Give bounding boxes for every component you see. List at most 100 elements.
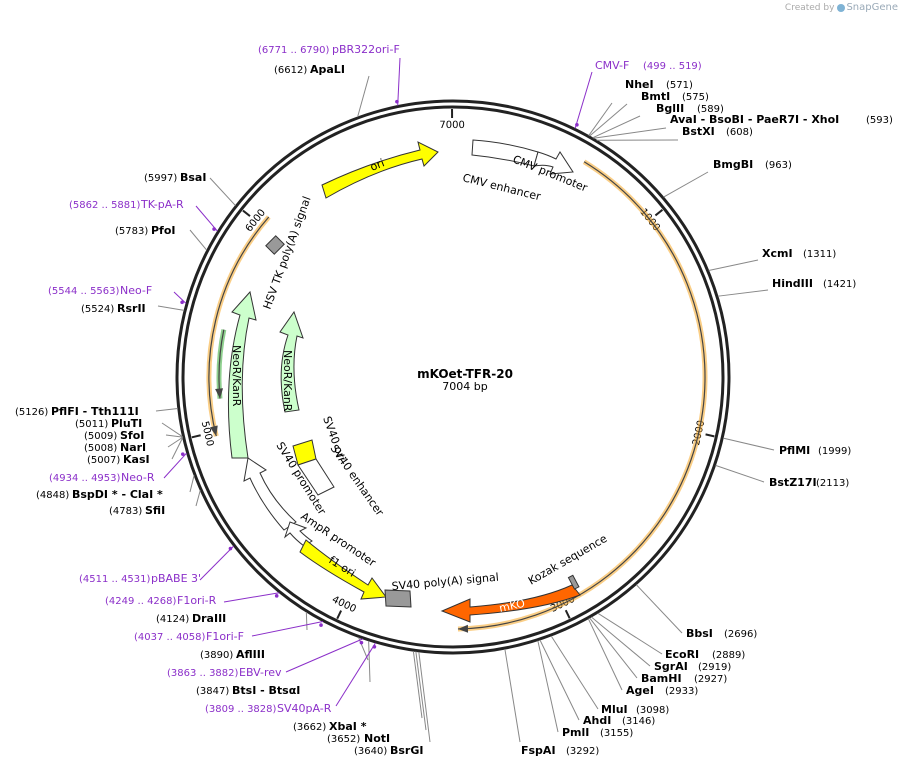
enzyme-rsrii-name[interactable]: RsrII [117,302,146,315]
enzyme-avai-group-pos: (593) [866,115,893,126]
label-leader-line [171,437,184,460]
label-leader-line [635,584,683,634]
feature-f1-ori-arrow[interactable] [299,539,387,600]
feature-sv40-polya-box[interactable] [384,589,412,608]
primer-tk-pa-r-pos: (5862 .. 5881) [69,200,141,211]
enzyme-agei-name[interactable]: AgeI [626,684,654,697]
primer-pbr322ori-f-name[interactable]: pBR322ori-F [332,43,400,56]
cds-arc-left-arrowhead [209,425,218,437]
enzyme-bstxi-name[interactable]: BstXI [682,125,715,138]
enzyme-xbai-name[interactable]: XbaI * [329,720,367,733]
tick-label-7000: 7000 [439,120,464,131]
enzyme-btsi-name[interactable]: BtsI - BtsαI [232,684,300,697]
enzyme-bamhi-pos: (2927) [694,674,727,685]
primer-sv40pa-r-pos: (3809 .. 3828) [205,704,277,715]
primer-f1ori-f-name[interactable]: F1ori-F [206,630,244,643]
enzyme-ecori-name[interactable]: EcoRI [665,648,699,661]
enzyme-mlui-pos: (3098) [636,705,669,716]
feature-sv40-enhancer-arrow[interactable] [297,458,335,496]
feature-neor-kanr-arrow-small[interactable] [279,310,304,413]
enzyme-sgrai-name[interactable]: SgrAI [654,660,688,673]
enzyme-xcmi-name[interactable]: XcmI [762,247,793,260]
primer-pbabe3-name[interactable]: pBABE 3' [151,572,201,585]
feature-ampr-promoter-arrow[interactable] [283,521,313,547]
label-leader-line [715,464,765,483]
enzyme-bmti-name[interactable]: BmtI [641,90,670,103]
enzyme-bglii-name[interactable]: BglII [656,102,684,115]
tick-mark-3000 [564,609,571,619]
label-leader-line [589,617,638,679]
feature-sv40-promoter-arrow[interactable] [243,457,297,531]
enzyme-fspai-name[interactable]: FspAI [521,744,556,757]
enzyme-sfii-pos: (4783) [109,506,142,517]
feature-cmv-enhancer-label: CMV enhancer [461,171,542,203]
enzyme-rsrii-pos: (5524) [81,304,114,315]
enzyme-pluti-name[interactable]: PluTI [111,417,142,430]
enzyme-hindiii-name[interactable]: HindIII [772,277,813,290]
tick-mark-4000 [336,610,343,620]
label-leader-line [173,291,187,304]
enzyme-xbai-pos: (3662) [293,722,326,733]
enzyme-pmli-name[interactable]: PmlI [562,726,589,739]
enzyme-nari-name[interactable]: NarI [120,441,146,454]
label-leader-line [368,640,371,683]
cds-arc-main[interactable] [457,161,706,630]
enzyme-bmti-pos: (575) [682,92,709,103]
label-leader-line [592,115,641,139]
enzyme-apali-name[interactable]: ApaLI [310,63,345,76]
enzyme-sfii-name[interactable]: SfiI [145,504,165,517]
label-leader-line [418,651,431,743]
enzyme-draiii-name[interactable]: DraIII [192,612,226,625]
enzyme-noti-name[interactable]: NotI [364,732,390,745]
feature-hsv-tk-polya-box[interactable] [265,235,285,255]
enzyme-bsai-name[interactable]: BsaI [180,171,206,184]
enzyme-ahdi-name[interactable]: AhdI [583,714,611,727]
feature-sv40-enhancer-label: SV40 enhancer [328,442,387,518]
primer-neo-r-pos: (4934 .. 4953) [49,473,121,484]
enzyme-bamhi-name[interactable]: BamHI [641,672,682,685]
feature-cmv-promoter-arrow[interactable] [533,151,574,175]
label-leader-line [663,171,709,198]
backbone-inner [181,105,725,649]
enzyme-pmli-pos: (3155) [600,728,633,739]
enzyme-afliii-name[interactable]: AflIII [236,648,265,661]
enzyme-bsrgi-name[interactable]: BsrGI [390,744,423,757]
primer-ebv-rev-name[interactable]: EBV-rev [239,666,282,679]
primer-neo-r-name[interactable]: Neo-R [121,471,155,484]
enzyme-bstz17i-name[interactable]: BstZ17I [769,476,817,489]
enzyme-mlui-name[interactable]: MluI [601,703,628,716]
label-leader-line [412,651,423,719]
enzyme-sgrai-pos: (2919) [698,662,731,673]
enzyme-pflmi-name[interactable]: PflMI [779,444,810,457]
label-leader-line [285,638,363,673]
primer-cmv-f-name[interactable]: CMV-F [595,59,629,72]
primer-neo-f-name[interactable]: Neo-F [120,284,152,297]
feature-mko-arrow[interactable] [440,584,581,623]
primer-sv40pa-r-name[interactable]: SV40pA-R [277,702,332,715]
enzyme-sfoi-name[interactable]: SfoI [120,429,144,442]
label-leader-line [504,649,521,743]
primer-f1ori-r-name[interactable]: F1ori-R [177,594,217,607]
enzyme-kasi-name[interactable]: KasI [123,453,150,466]
enzyme-pfoi-name[interactable]: PfoI [151,224,176,237]
enzyme-nhei-name[interactable]: NheI [625,78,654,91]
enzyme-bmgbi-name[interactable]: BmgBI [713,158,753,171]
enzyme-bbsi-name[interactable]: BbsI [686,627,713,640]
enzyme-ecori-pos: (2889) [712,650,745,661]
label-leader-line [155,407,178,412]
primer-site-marker [359,640,364,645]
feature-neor-kanr-arrow-large[interactable] [227,290,257,459]
primer-site-marker [575,122,579,127]
feature-ori-arrow[interactable] [321,141,439,199]
enzyme-ahdi-pos: (3146) [622,716,655,727]
feature-kozak-box[interactable] [567,574,580,590]
enzyme-nari-pos: (5008) [84,443,117,454]
enzyme-bspdi-name[interactable]: BspDI * - ClaI * [72,488,163,501]
cds-arc-left[interactable] [208,216,270,437]
enzyme-pflfi-name[interactable]: PflFI - Tth111I [51,405,139,418]
primer-tk-pa-r-name[interactable]: TK-pA-R [140,198,184,211]
enzyme-avai-group-name[interactable]: AvaI - BsoBI - PaeR7I - XhoI [670,113,839,126]
primer-f1ori-f-pos: (4037 .. 4058) [134,632,206,643]
label-leaders [155,57,775,743]
